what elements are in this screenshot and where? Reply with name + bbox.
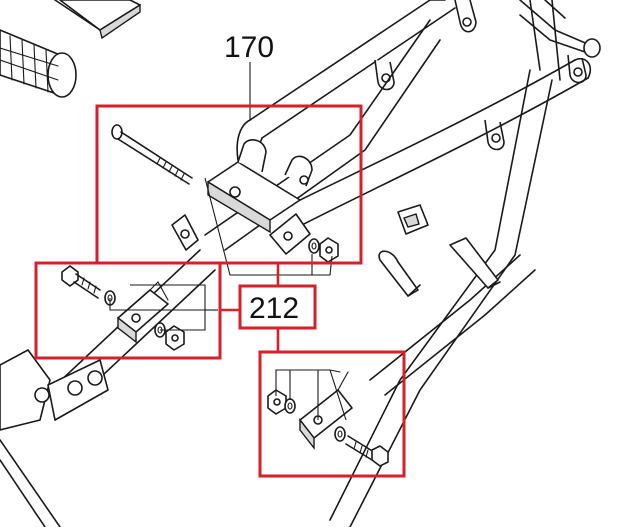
bolt-lower: [345, 435, 389, 467]
bracket-plate-lower: [299, 369, 353, 451]
top-left-bracket: [54, 0, 141, 40]
frame-rail-right: [329, 0, 561, 527]
leader-lines: [109, 62, 347, 421]
mount-plate-upper: [207, 139, 313, 234]
callout-box-212: [238, 284, 317, 330]
highlight-box-upper: [95, 104, 363, 265]
mount-plate-lower: [269, 213, 311, 255]
frame-tab-top-1: [454, 0, 477, 33]
nut-lower: [267, 389, 287, 415]
bottom-left-linkage: [0, 349, 109, 527]
nut-upper: [319, 237, 339, 263]
long-bolt: [111, 124, 193, 185]
cable-clip: [397, 204, 429, 235]
bolt-left: [61, 265, 101, 299]
washer-lower-2: [334, 426, 346, 442]
frame-tube-upper: [236, 0, 456, 161]
mount-group-lower: [267, 369, 389, 467]
mount-group-left: [61, 265, 185, 351]
frame-cross-tube: [289, 58, 592, 226]
top-left-grip-cylinder: [0, 29, 77, 98]
bracket-plate-left: [117, 281, 169, 344]
washer-upper: [308, 238, 320, 254]
highlight-box-lower: [258, 350, 406, 478]
callout-label-170: 170: [224, 31, 274, 64]
mount-tab-small: [171, 214, 199, 251]
frame-tab-right: [484, 119, 505, 151]
hanger-bracket-left: [378, 250, 421, 297]
washer-lower-1: [284, 398, 296, 414]
mount-group-upper: [111, 124, 339, 263]
nut-left: [165, 325, 185, 351]
callout-label-212: 212: [249, 292, 299, 325]
hanger-bracket-right: [449, 237, 501, 289]
